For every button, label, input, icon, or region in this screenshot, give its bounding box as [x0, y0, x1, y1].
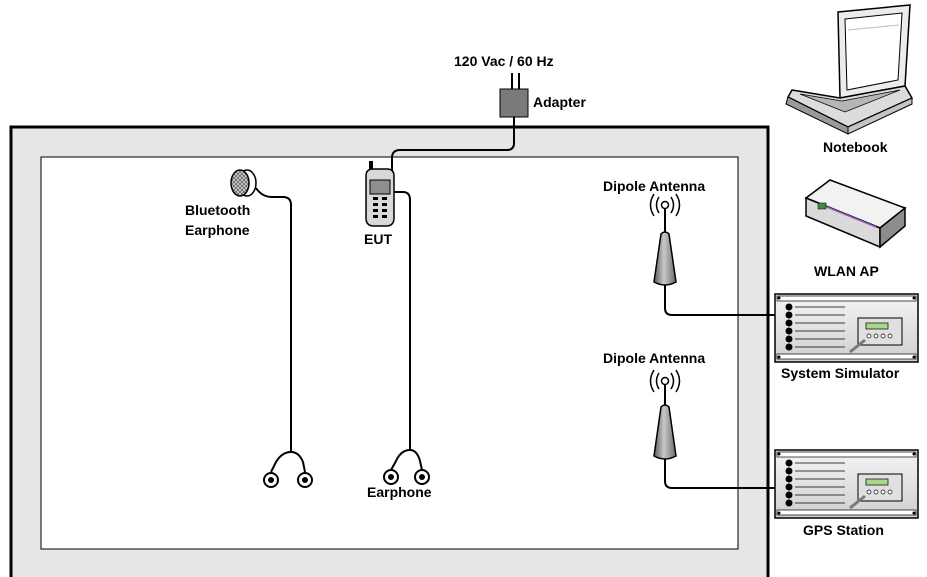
eut-label: EUT [364, 231, 392, 247]
wlan-ap-label: WLAN AP [814, 263, 879, 279]
router-icon [806, 180, 905, 247]
power-label: 120 Vac / 60 Hz [454, 53, 554, 69]
rack-instrument-icon [775, 450, 918, 518]
earphone-label: Earphone [367, 484, 432, 500]
dipole-antenna-1-label: Dipole Antenna [603, 178, 705, 194]
power-source: 120 Vac / 60 Hz [454, 53, 554, 90]
laptop-icon [786, 5, 912, 134]
earbud-right-icon [415, 470, 429, 484]
notebook: Notebook [786, 5, 912, 155]
dipole-antenna-2-label: Dipole Antenna [603, 350, 705, 366]
bluetooth-label-line2: Earphone [185, 222, 250, 238]
rack-instrument-icon [775, 294, 918, 362]
bluetooth-earbud-left-icon [264, 473, 278, 487]
notebook-label: Notebook [823, 139, 888, 155]
bluetooth-label-line1: Bluetooth [185, 202, 250, 218]
bluetooth-earbud-right-icon [298, 473, 312, 487]
gps-station: GPS Station [775, 450, 918, 538]
phone-icon [366, 161, 394, 226]
system-simulator-label: System Simulator [781, 365, 900, 381]
wlan-ap: WLAN AP [806, 180, 905, 279]
system-simulator: System Simulator [775, 294, 918, 381]
adapter-icon [500, 89, 528, 117]
adapter-label: Adapter [533, 94, 586, 110]
bluetooth-earphone-icon [231, 170, 256, 196]
gps-station-label: GPS Station [803, 522, 884, 538]
earbud-left-icon [384, 470, 398, 484]
adapter: Adapter [500, 89, 586, 117]
